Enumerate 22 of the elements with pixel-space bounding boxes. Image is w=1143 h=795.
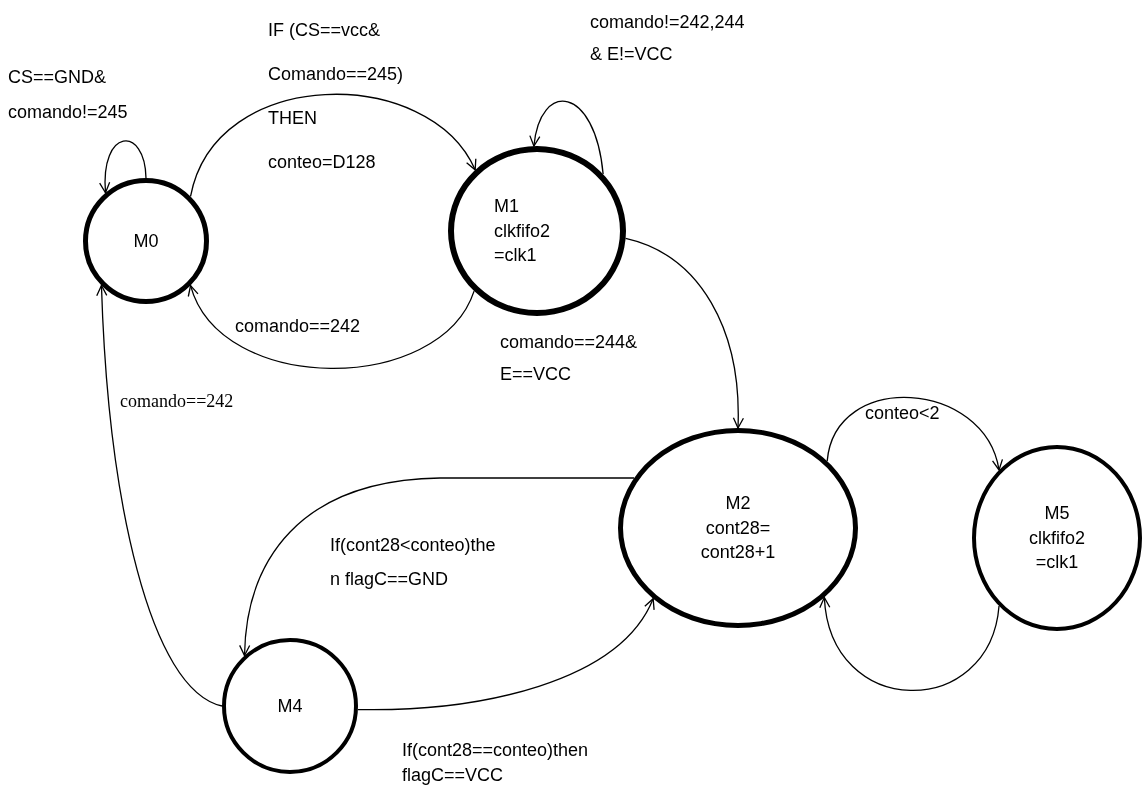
edge-label: comando!=242,244 & E!=VCC [590, 11, 745, 67]
edge-label: If(cont28==conteo)then flagC==VCC [402, 739, 590, 788]
edge-label: CS==GND& comando!=245 [8, 66, 129, 124]
edge-label: comando==242 [120, 390, 235, 413]
edge-label: comando==244& E==VCC [500, 331, 639, 387]
transition-arrow [189, 284, 475, 369]
transition-arrow [357, 598, 654, 711]
state-label: M5 clkfifo2 =clk1 [1028, 501, 1086, 575]
edge-label: conteo<2 [865, 402, 941, 425]
edge-label: If(cont28<conteo)the n flagC==GND [330, 534, 497, 592]
transition-arrow [96, 284, 223, 707]
edge-label: IF (CS==vcc& Comando==245) THEN conteo=D128 [268, 19, 405, 174]
state-label: M0 [132, 229, 160, 253]
transition-arrow [529, 100, 604, 175]
transition-arrow [99, 140, 147, 194]
transition-arrow [625, 237, 744, 429]
edge-label: comando==242 [235, 315, 362, 338]
state-label: M1 clkfifo2 =clk1 [494, 194, 552, 268]
transition-arrow [826, 397, 1002, 471]
state-label: M4 [276, 694, 304, 718]
transition-arrow [189, 93, 476, 198]
state-label: M2 cont28= cont28+1 [699, 491, 777, 565]
